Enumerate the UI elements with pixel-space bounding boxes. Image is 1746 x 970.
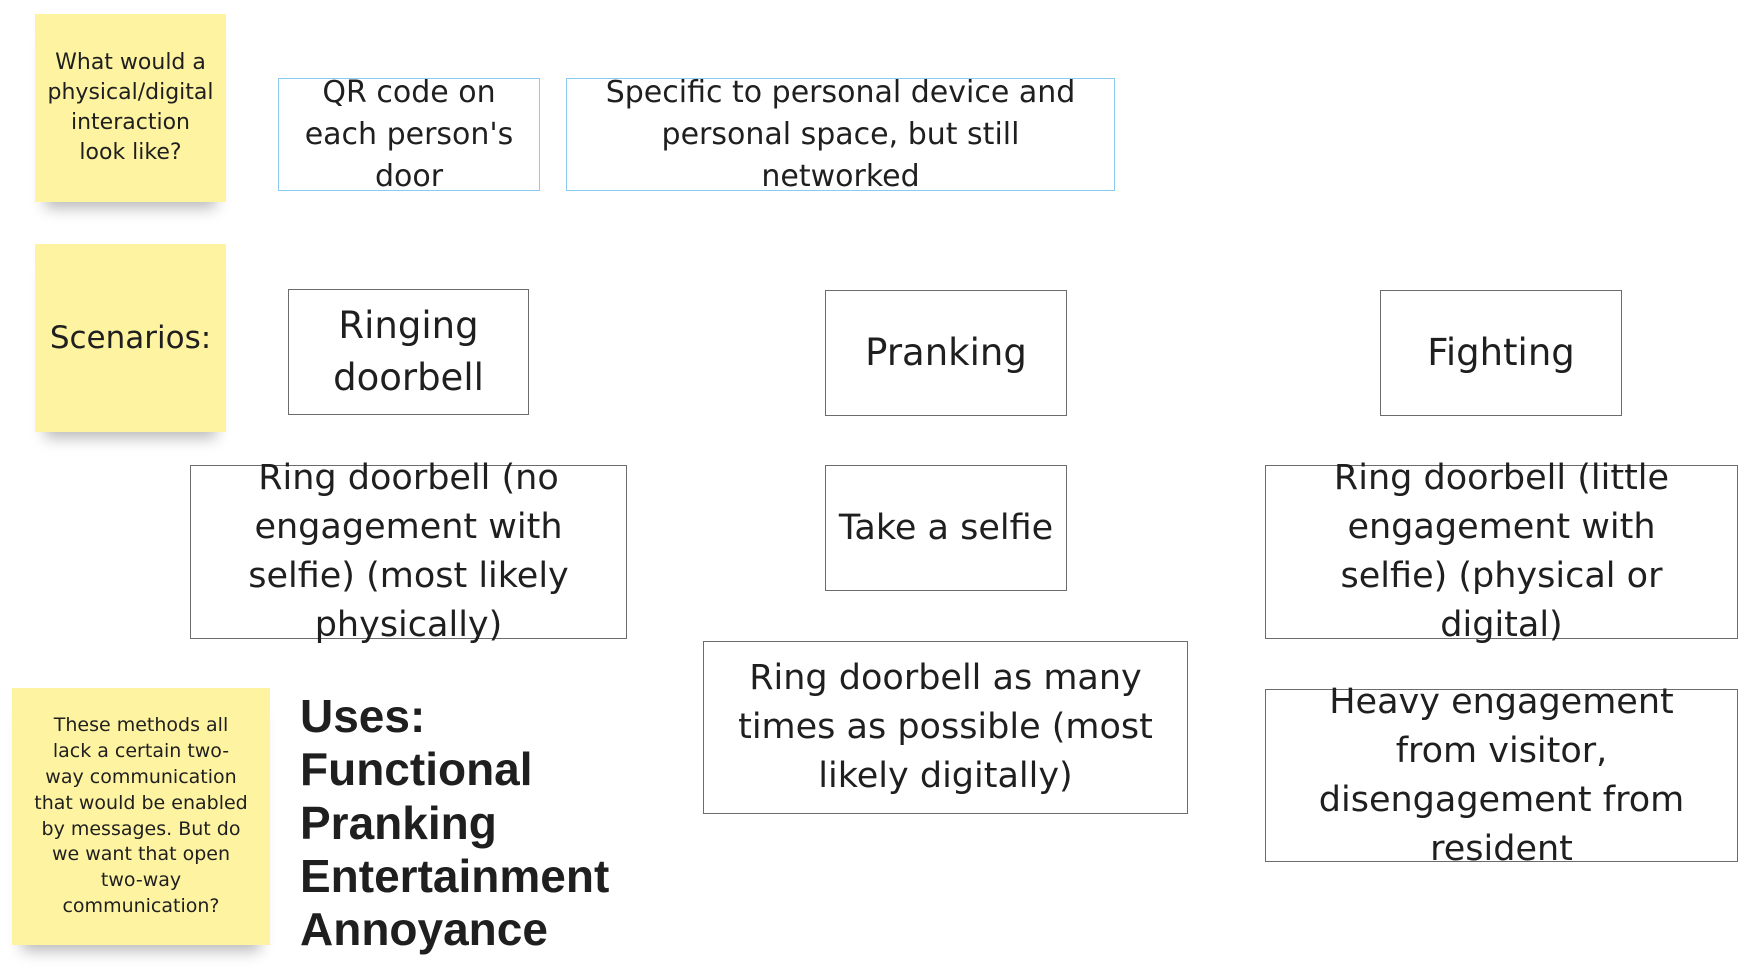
scenario-label: Pranking [865,331,1027,375]
scenario-label: Fighting [1427,331,1575,375]
sticky-note-text: What would a physical/digital interactio… [47,50,214,165]
detail-text: Ring doorbell (no engagement with selfie… [248,458,569,645]
sticky-note-physical-digital[interactable]: What would a physical/digital interactio… [35,14,226,202]
idea-qr-code[interactable]: QR code on each person's door [278,75,540,194]
detail-ring-many-times[interactable]: Ring doorbell as many times as possible … [703,641,1188,814]
uses-text-block[interactable]: Uses: Functional Pranking Entertainment … [300,690,660,957]
detail-heavy-engagement[interactable]: Heavy engagement from visitor, disengage… [1265,682,1738,869]
scenario-pranking[interactable]: Pranking [825,290,1067,416]
sticky-note-two-way[interactable]: These methods all lack a certain two-way… [12,688,270,945]
sticky-note-text: These methods all lack a certain two-way… [34,714,248,917]
idea-text: Specific to personal device and personal… [605,74,1076,194]
detail-ring-no-engagement[interactable]: Ring doorbell (no engagement with selfie… [190,458,627,645]
scenario-fighting[interactable]: Fighting [1380,290,1622,416]
detail-text: Ring doorbell as many times as possible … [738,658,1153,796]
uses-item-pranking: Pranking [300,796,497,849]
scenario-ringing-doorbell[interactable]: Ringing doorbell [288,289,529,415]
detail-take-selfie[interactable]: Take a selfie [825,465,1067,591]
detail-text: Take a selfie [838,507,1054,548]
detail-text: Ring doorbell (little engagement with se… [1333,458,1670,645]
idea-personal-device[interactable]: Specific to personal device and personal… [566,75,1115,194]
detail-ring-little-engagement[interactable]: Ring doorbell (little engagement with se… [1265,458,1738,645]
uses-item-annoyance: Annoyance [300,903,548,956]
sticky-note-text: Scenarios: [49,319,212,356]
detail-text: Heavy engagement from visitor, disengage… [1318,681,1685,869]
uses-item-entertainment: Entertainment [300,850,610,903]
uses-heading: Uses: [300,690,426,742]
scenario-label: Ringing doorbell [333,304,484,399]
idea-text: QR code on each person's door [304,74,514,194]
uses-item-functional: Functional [300,743,533,796]
sticky-note-scenarios[interactable]: Scenarios: [35,244,226,432]
